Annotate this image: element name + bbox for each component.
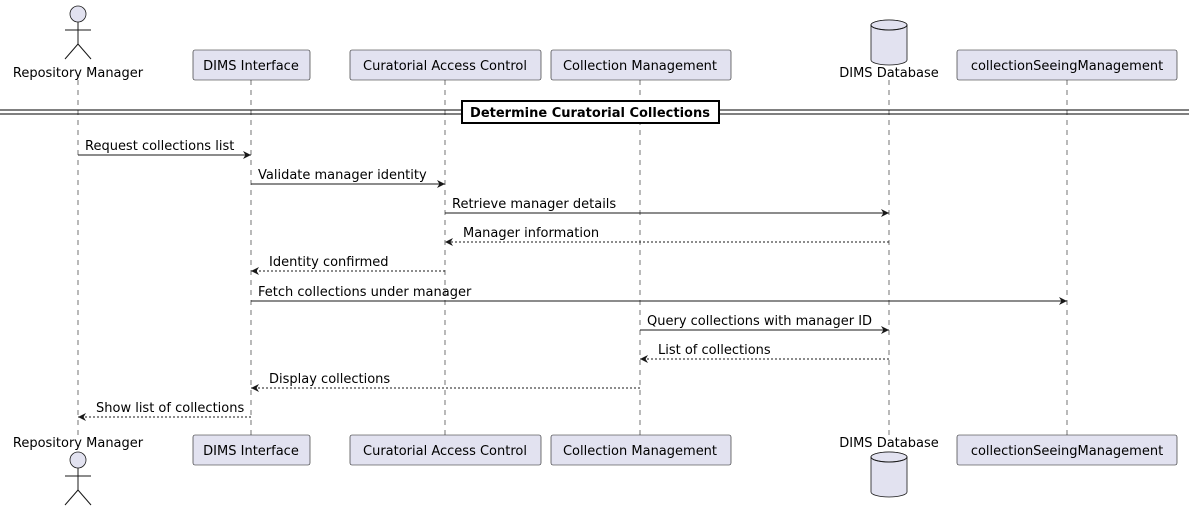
message: Display collections: [251, 372, 640, 392]
message-label: List of collections: [658, 343, 771, 358]
participant-label: DIMS Database: [839, 436, 938, 451]
participant-cm-bottom: Collection Management: [550, 434, 732, 466]
database-db-top: [870, 19, 908, 66]
message: Validate manager identity: [251, 168, 445, 188]
participant-label: Repository Manager: [13, 436, 144, 451]
actor-repo-bottom: [64, 451, 92, 506]
participant-label: Collection Management: [563, 444, 717, 459]
participant-label: DIMS Interface: [203, 444, 299, 459]
participant-label: Repository Manager: [13, 66, 144, 81]
message: Manager information: [445, 226, 889, 246]
participant-label: Collection Management: [563, 59, 717, 74]
message-label: Fetch collections under manager: [258, 285, 472, 300]
message-label: Retrieve manager details: [452, 197, 616, 212]
message-label: Validate manager identity: [258, 168, 427, 183]
message-label: Request collections list: [85, 139, 234, 154]
participant-label: collectionSeeingManagement: [971, 444, 1163, 459]
participant-cac-top: Curatorial Access Control: [349, 49, 542, 81]
participant-label: DIMS Interface: [203, 59, 299, 74]
message: Identity confirmed: [251, 255, 445, 275]
message-label: Query collections with manager ID: [647, 314, 872, 329]
participant-ui-bottom: DIMS Interface: [192, 434, 311, 466]
message: Query collections with manager ID: [640, 314, 889, 334]
section-divider: Determine Curatorial Collections: [0, 100, 1189, 124]
participant-ui-top: DIMS Interface: [192, 49, 311, 81]
message: Retrieve manager details: [445, 197, 889, 217]
participant-label: DIMS Database: [839, 66, 938, 81]
message: Fetch collections under manager: [251, 285, 1067, 305]
participant-label: Curatorial Access Control: [363, 59, 527, 74]
participant-csm-top: collectionSeeingManagement: [956, 49, 1178, 81]
participant-label: collectionSeeingManagement: [971, 59, 1163, 74]
participant-csm-bottom: collectionSeeingManagement: [956, 434, 1178, 466]
message: List of collections: [640, 343, 889, 363]
actor-repo-top: [64, 5, 92, 60]
participant-label: Curatorial Access Control: [363, 444, 527, 459]
message: Show list of collections: [78, 401, 251, 421]
participant-cm-top: Collection Management: [550, 49, 732, 81]
message-label: Display collections: [269, 372, 390, 387]
message-label: Identity confirmed: [269, 255, 389, 270]
divider-label: Determine Curatorial Collections: [470, 106, 710, 121]
participant-cac-bottom: Curatorial Access Control: [349, 434, 542, 466]
message: Request collections list: [78, 139, 251, 159]
database-db-bottom: [870, 451, 908, 498]
message-label: Show list of collections: [96, 401, 244, 416]
message-label: Manager information: [463, 226, 599, 241]
